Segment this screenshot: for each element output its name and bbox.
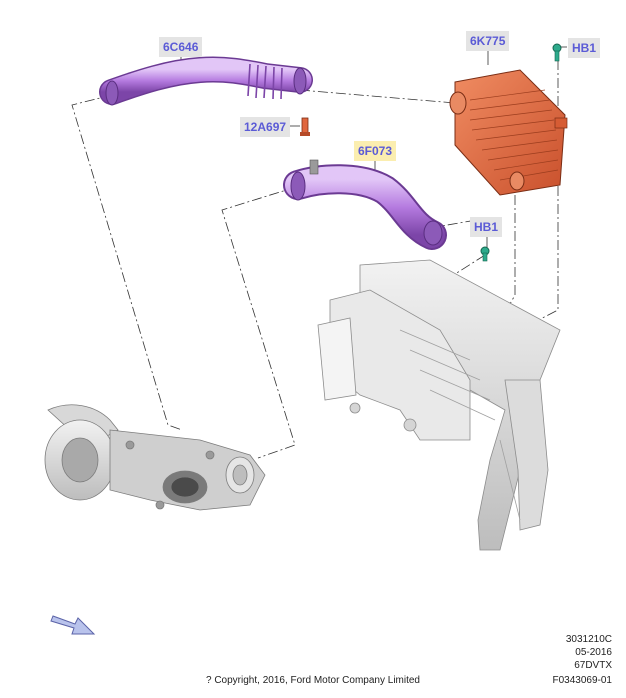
illustration-model-code: 67DVTX (574, 660, 612, 671)
callout-hb1-top[interactable]: HB1 (568, 38, 601, 58)
chassis-frame (317, 259, 561, 551)
callout-6c646[interactable]: 6C646 (159, 37, 203, 57)
illustration-code: 3031210C (565, 634, 612, 645)
hose-6c646[interactable] (99, 56, 313, 106)
clip-hb1-lower[interactable] (480, 246, 490, 262)
turbocharger (44, 404, 266, 511)
callout-12a697[interactable]: 12A697 (240, 117, 291, 137)
clip-hb1-top[interactable] (552, 43, 562, 62)
copyright-notice: ? Copyright, 2016, Ford Motor Company Li… (206, 675, 420, 686)
illustration-date: 05-2016 (575, 647, 612, 658)
illustration-id: F0343069-01 (552, 675, 613, 686)
callout-hb1-lower[interactable]: HB1 (470, 217, 503, 237)
callout-6k775[interactable]: 6K775 (466, 31, 510, 51)
sensor-12a697[interactable] (300, 117, 310, 136)
hose-6f073[interactable] (283, 159, 447, 250)
callout-6f073[interactable]: 6F073 (354, 141, 397, 161)
view-direction-arrow-icon (50, 615, 96, 635)
cooler-6k775[interactable] (449, 69, 568, 196)
